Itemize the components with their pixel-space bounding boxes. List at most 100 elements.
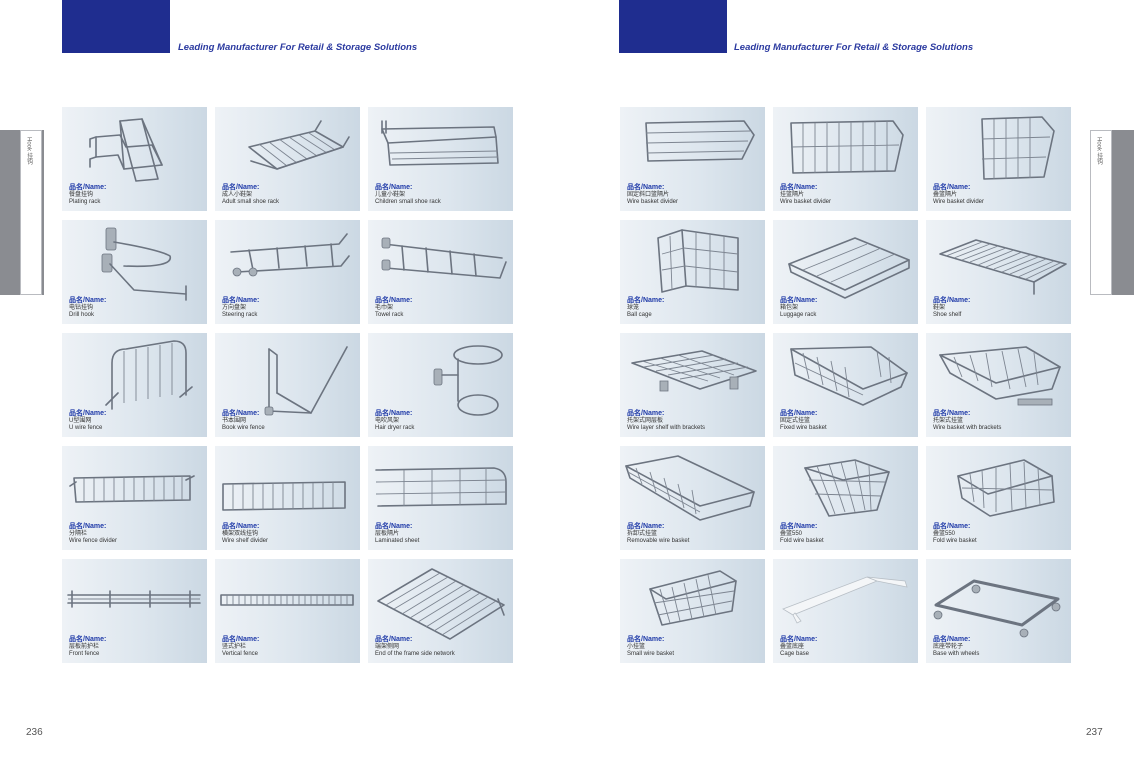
caption-key: 品名/Name: (69, 184, 107, 192)
wire-basket-brackets-icon (939, 346, 1061, 406)
product-name-cn: 固定式挂篮 (780, 418, 811, 425)
caption-key: 品名/Name: (69, 297, 107, 305)
caption-key: 品名/Name: (933, 297, 971, 305)
product-name-en: Wire fence divider (69, 538, 118, 545)
product-name-en: Wire shelf divider (222, 538, 269, 545)
product-name-en: Base with wheels (933, 651, 980, 658)
product-name-cn: 叠篮底座 (780, 644, 805, 651)
product-name-cn: 竖式护栏 (222, 644, 247, 651)
product-name-cn: 小挂篮 (627, 644, 646, 651)
caption-key: 品名/Name: (933, 410, 971, 418)
base-with-wheels-icon (933, 579, 1061, 638)
fold-wire-basket-a-icon (804, 459, 890, 517)
header-tagline: Leading Manufacturer For Retail & Storag… (734, 42, 974, 53)
product-name-en: Removable wire basket (627, 538, 690, 545)
vertical-fence-icon (220, 594, 354, 606)
product-name-en: Wire layer shelf with brackets (627, 425, 706, 432)
caption-key: 品名/Name: (69, 523, 107, 531)
left-page: Leading Manufacturer For Retail & Storag… (0, 0, 513, 738)
fixed-wire-basket-icon (790, 346, 908, 406)
product-name-en: Fixed wire basket (780, 425, 827, 432)
caption-key: 品名/Name: (222, 184, 260, 192)
product-name-cn: 托架式网层板 (627, 418, 664, 425)
product-name-en: Wire basket divider (627, 199, 679, 206)
side-tab-label-box: Hook 挂钩 (1090, 130, 1112, 295)
wire-basket-divider-c-icon (981, 116, 1055, 180)
product-name-cn: 箱包架 (780, 305, 799, 312)
drill-hook-icon (101, 227, 187, 301)
ball-cage-icon (657, 229, 739, 293)
product-name-en: Towel rack (375, 312, 404, 319)
product-name-en: Ball cage (627, 312, 652, 319)
end-frame-side-network-icon (377, 568, 505, 640)
caption-key: 品名/Name: (375, 184, 413, 192)
cage-base-icon (782, 576, 908, 624)
side-tab-label: Hook 挂钩 (25, 137, 32, 165)
caption-key: 品名/Name: (933, 523, 971, 531)
side-tab-label-box: Hook 挂钩 (20, 130, 42, 295)
right-page: Leading Manufacturer For Retail & Storag… (567, 0, 1134, 775)
front-fence-icon (67, 590, 201, 608)
product-name-en: Luggage rack (780, 312, 817, 319)
wire-basket-divider-a-icon (645, 120, 755, 162)
wire-fence-divider-icon (69, 475, 195, 503)
removable-wire-basket-icon (625, 455, 755, 521)
product-name-en: Hair dryer rack (375, 425, 415, 432)
product-name-cn: 托架式挂篮 (933, 418, 964, 425)
product-name-cn: 横架双线挂钩 (222, 531, 259, 538)
caption-key: 品名/Name: (933, 184, 971, 192)
side-tab-label: Hook 挂钩 (1095, 137, 1102, 165)
product-name-cn: 叠篮550 (933, 531, 956, 538)
product-name-cn: 鞋架 (933, 305, 946, 312)
product-name-en: Adult small shoe rack (222, 199, 280, 206)
product-name-en: Small wire basket (627, 651, 675, 658)
product-name-en: Fold wire basket (780, 538, 824, 545)
product-name-cn: 儿童小鞋架 (375, 192, 406, 199)
caption-key: 品名/Name: (780, 297, 818, 305)
caption-key: 品名/Name: (69, 636, 107, 644)
caption-key: 品名/Name: (627, 523, 665, 531)
fold-wire-basket-b-icon (957, 459, 1055, 517)
product-name-en: Wire basket divider (933, 199, 985, 206)
children-shoe-rack-icon (381, 120, 499, 166)
shoe-shelf-icon (939, 239, 1067, 295)
caption-key: 品名/Name: (627, 297, 665, 305)
hair-dryer-rack-icon (433, 345, 503, 416)
caption-key: 品名/Name: (375, 410, 413, 418)
caption-key: 品名/Name: (780, 636, 818, 644)
caption-key: 品名/Name: (627, 184, 665, 192)
product-name-cn: 端架侧网 (375, 644, 400, 651)
section-side-tab: Hook 挂钩 (0, 130, 44, 295)
small-wire-basket-icon (649, 570, 737, 626)
caption-key: 品名/Name: (780, 410, 818, 418)
product-name-cn: 电钻挂钩 (69, 305, 94, 312)
product-name-cn: 毛巾架 (375, 305, 394, 312)
product-name-cn: U型围网 (69, 418, 92, 425)
product-name-en: Fold wire basket (933, 538, 977, 545)
caption-key: 品名/Name: (69, 410, 107, 418)
product-name-cn: 叠篮550 (780, 531, 803, 538)
page-number: 236 (26, 727, 43, 738)
product-name-en: End of the frame side network (375, 651, 455, 658)
luggage-rack-icon (788, 237, 910, 299)
